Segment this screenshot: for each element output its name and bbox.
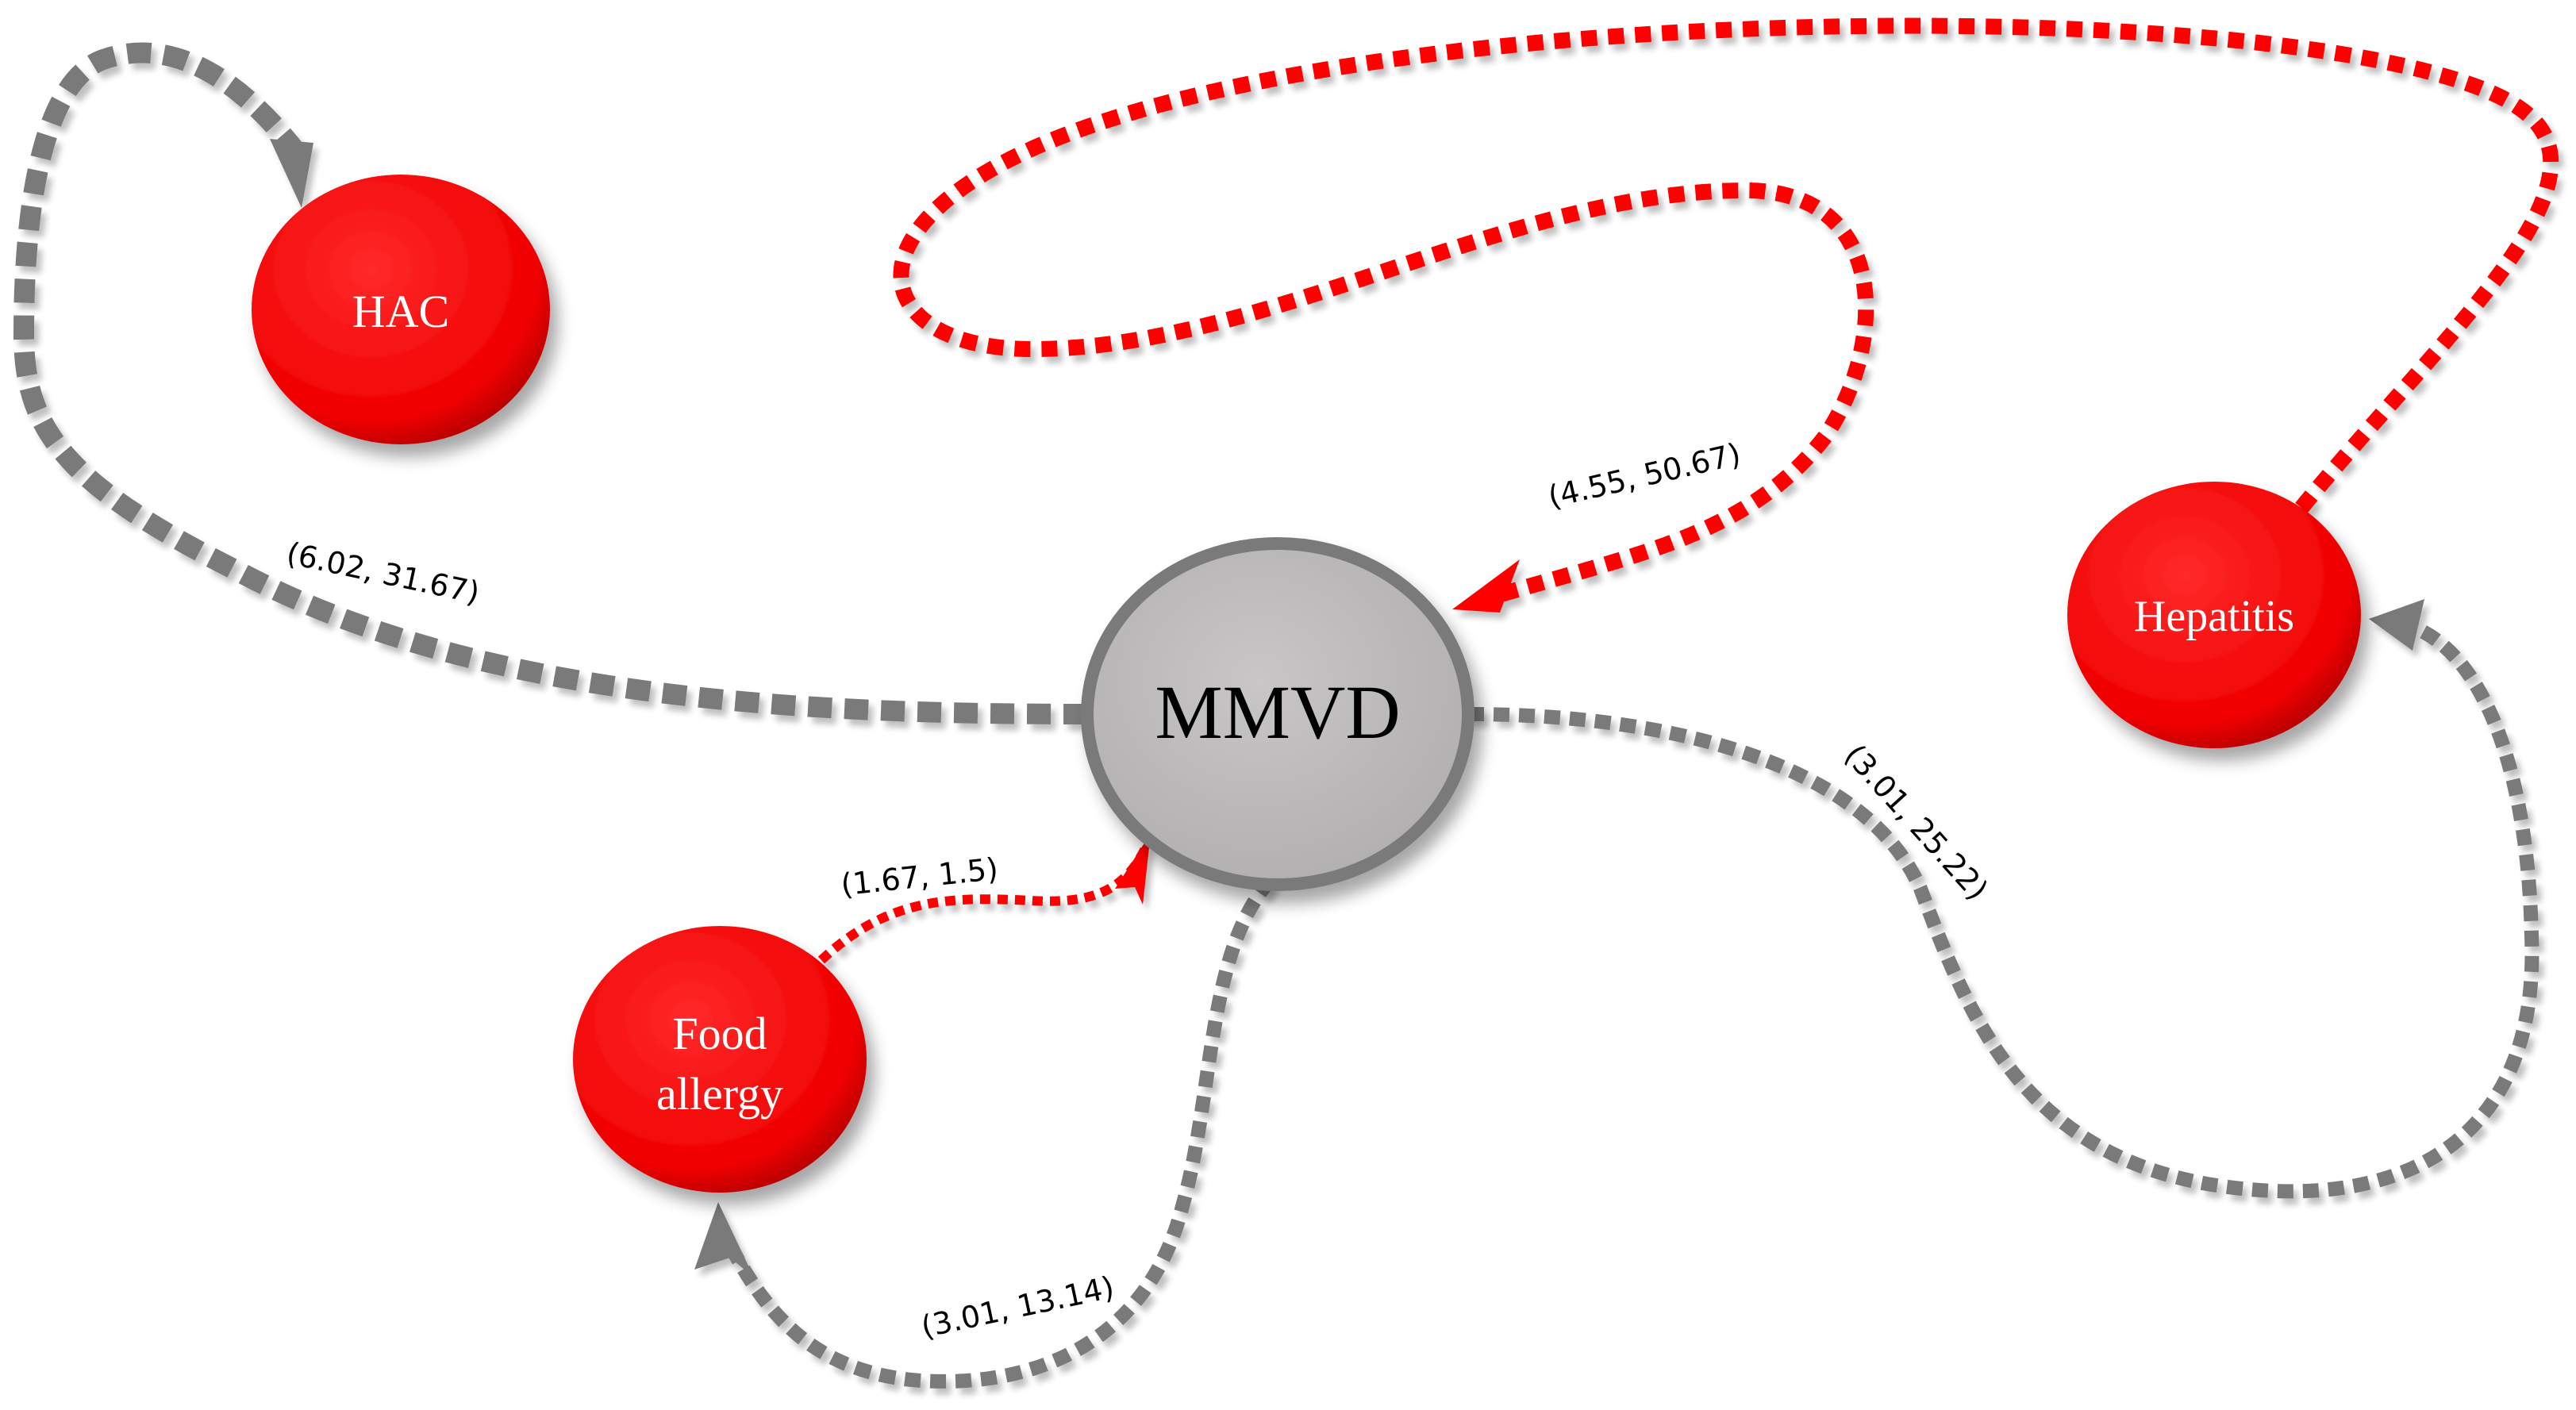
node-food-allergy-label-line2: allergy xyxy=(656,1068,783,1120)
node-hepatitis-label: Hepatitis xyxy=(2134,592,2294,641)
node-hac-label: HAC xyxy=(352,286,449,337)
edge-hepatitis-mmvd xyxy=(893,17,2559,611)
edge-mmvd-food-arrowhead xyxy=(694,1202,754,1277)
edge-label-hepatitis-mmvd: (4.55, 50.67) xyxy=(1545,436,1744,514)
edge-mmvd-hac xyxy=(13,42,1088,724)
node-mmvd xyxy=(1081,537,1474,891)
node-hepatitis xyxy=(2067,482,2361,748)
edge-mmvd-hepatitis xyxy=(1467,620,2539,1199)
edge-food-mmvd-arrowhead xyxy=(1115,833,1151,905)
node-food-allergy-label-line1: Food xyxy=(672,1008,767,1059)
edge-label-food-mmvd: (1.67, 1.5) xyxy=(839,851,999,903)
node-mmvd-label: MMVD xyxy=(1155,670,1400,755)
node-food-allergy xyxy=(573,926,867,1193)
node-hac xyxy=(252,175,550,444)
edge-label-mmvd-food: (3.01, 13.14) xyxy=(918,1270,1117,1344)
edge-mmvd-hac-arrowhead xyxy=(270,139,313,208)
edge-mmvd-food xyxy=(715,876,1275,1389)
edge-mmvd-hepatitis-arrowhead xyxy=(2369,599,2424,651)
edge-hepatitis-mmvd-arrowhead xyxy=(1452,559,1520,613)
